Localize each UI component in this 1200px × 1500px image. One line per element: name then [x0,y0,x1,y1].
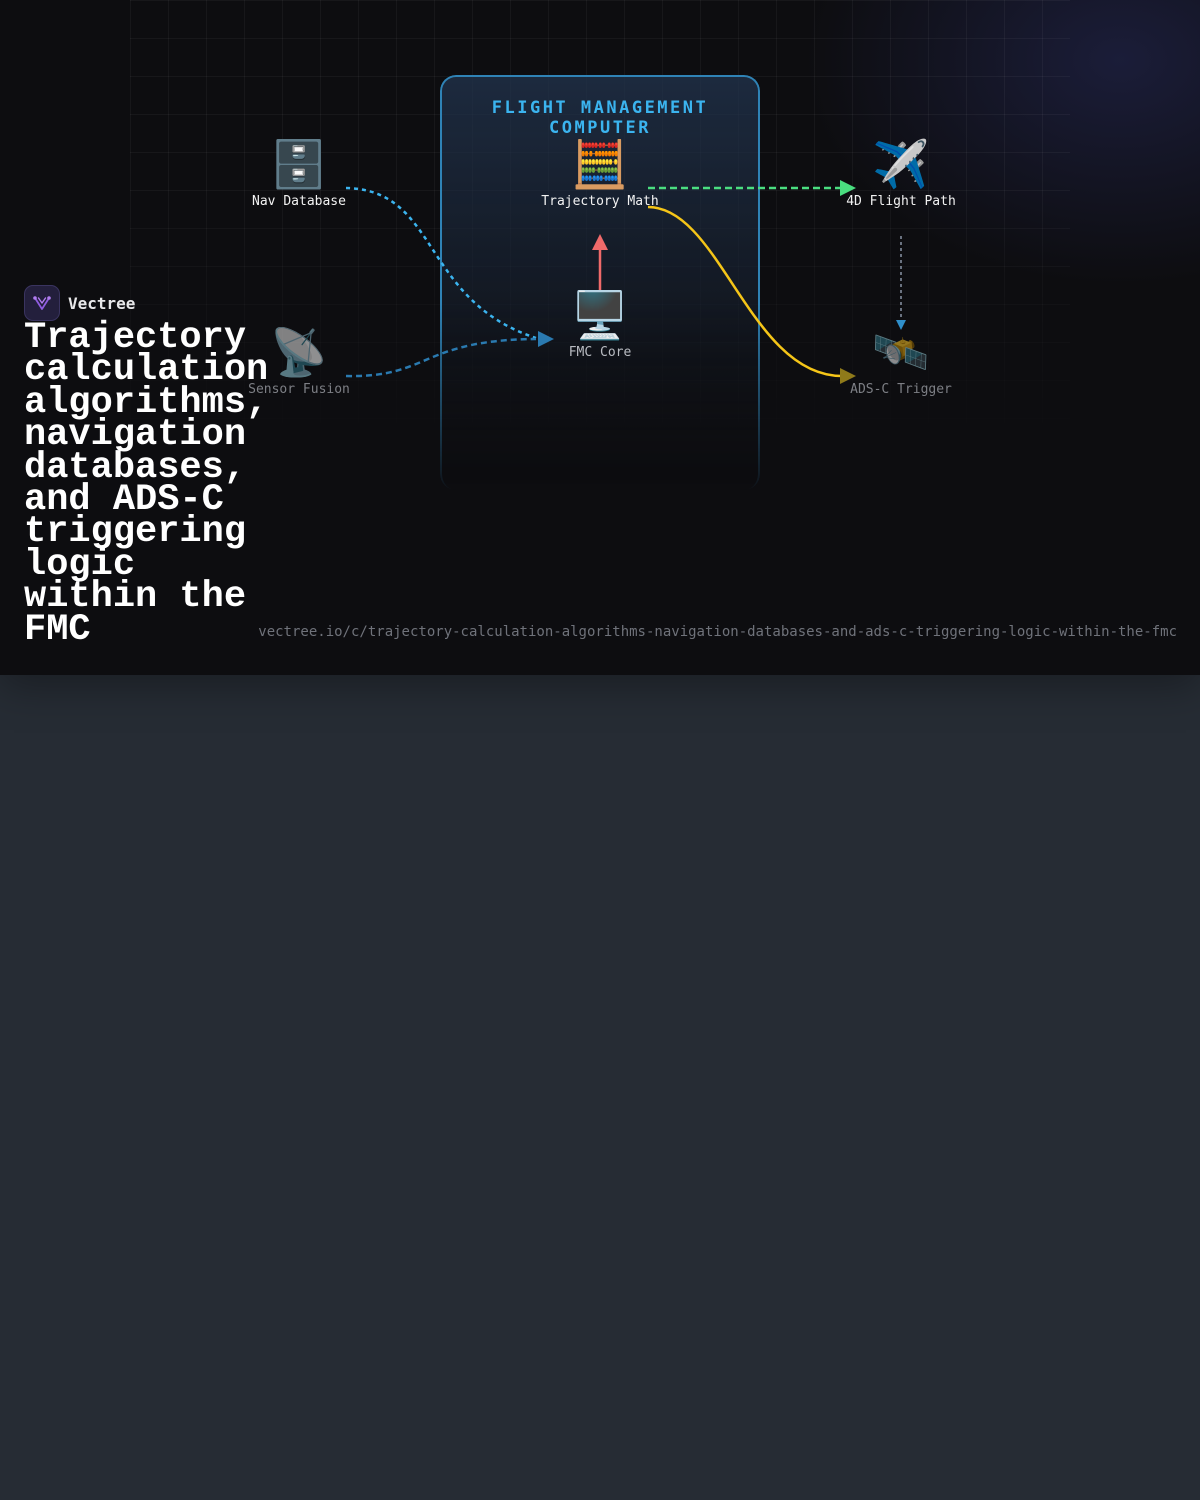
node-label: 4D Flight Path [846,194,956,209]
vectree-logo-icon [24,285,60,321]
arrowhead-adsc-trigger [840,368,856,384]
connection-layer [345,180,906,384]
node-fmc-core: 🖥️ FMC Core [520,289,680,360]
desktop-computer-icon: 🖥️ [571,288,629,342]
fmc-container-title: FLIGHT MANAGEMENT COMPUTER [491,98,709,138]
arrowhead-flight-path [840,180,856,196]
edge-nav-database-to-fmc-core [345,186,537,340]
file-cabinet-icon: 🗄️ [270,137,328,191]
brand: Vectree [24,285,135,321]
node-label: ADS-C Trigger [850,382,952,397]
edge-sensor-fusion-to-fmc-core [345,337,537,378]
node-label: Trajectory Math [541,194,659,209]
node-trajectory-math: 🧮 Trajectory Math [520,138,680,209]
node-label: Nav Database [252,194,346,209]
node-4d-flight-path: ✈️ 4D Flight Path [821,138,981,209]
satellite-dish-icon: 📡 [270,325,328,379]
node-label: Sensor Fusion [248,382,350,397]
page-url: vectree.io/c/trajectory-calculation-algo… [258,624,1177,640]
node-label: FMC Core [568,345,632,360]
abacus-icon: 🧮 [571,137,629,191]
node-sensor-fusion: 📡 Sensor Fusion [219,326,379,397]
arrowhead-adsc-trigger-top [896,320,906,330]
satellite-icon: 🛰️ [872,325,930,379]
arrowhead-trajectory-math [592,234,608,250]
airplane-icon: ✈️ [872,137,930,191]
brand-name: Vectree [68,293,136,313]
social-card: FLIGHT MANAGEMENT COMPUTER 🗄️ Nav Datab [0,0,1200,675]
page-title: Trajectory calculation algorithms, navig… [24,317,269,651]
node-adsc-trigger: 🛰️ ADS-C Trigger [821,326,981,397]
node-nav-database: 🗄️ Nav Database [219,138,379,209]
edge-trajectory-math-to-adsc-trigger [647,205,843,378]
arrowhead-fmc-core-inbound [538,331,554,347]
